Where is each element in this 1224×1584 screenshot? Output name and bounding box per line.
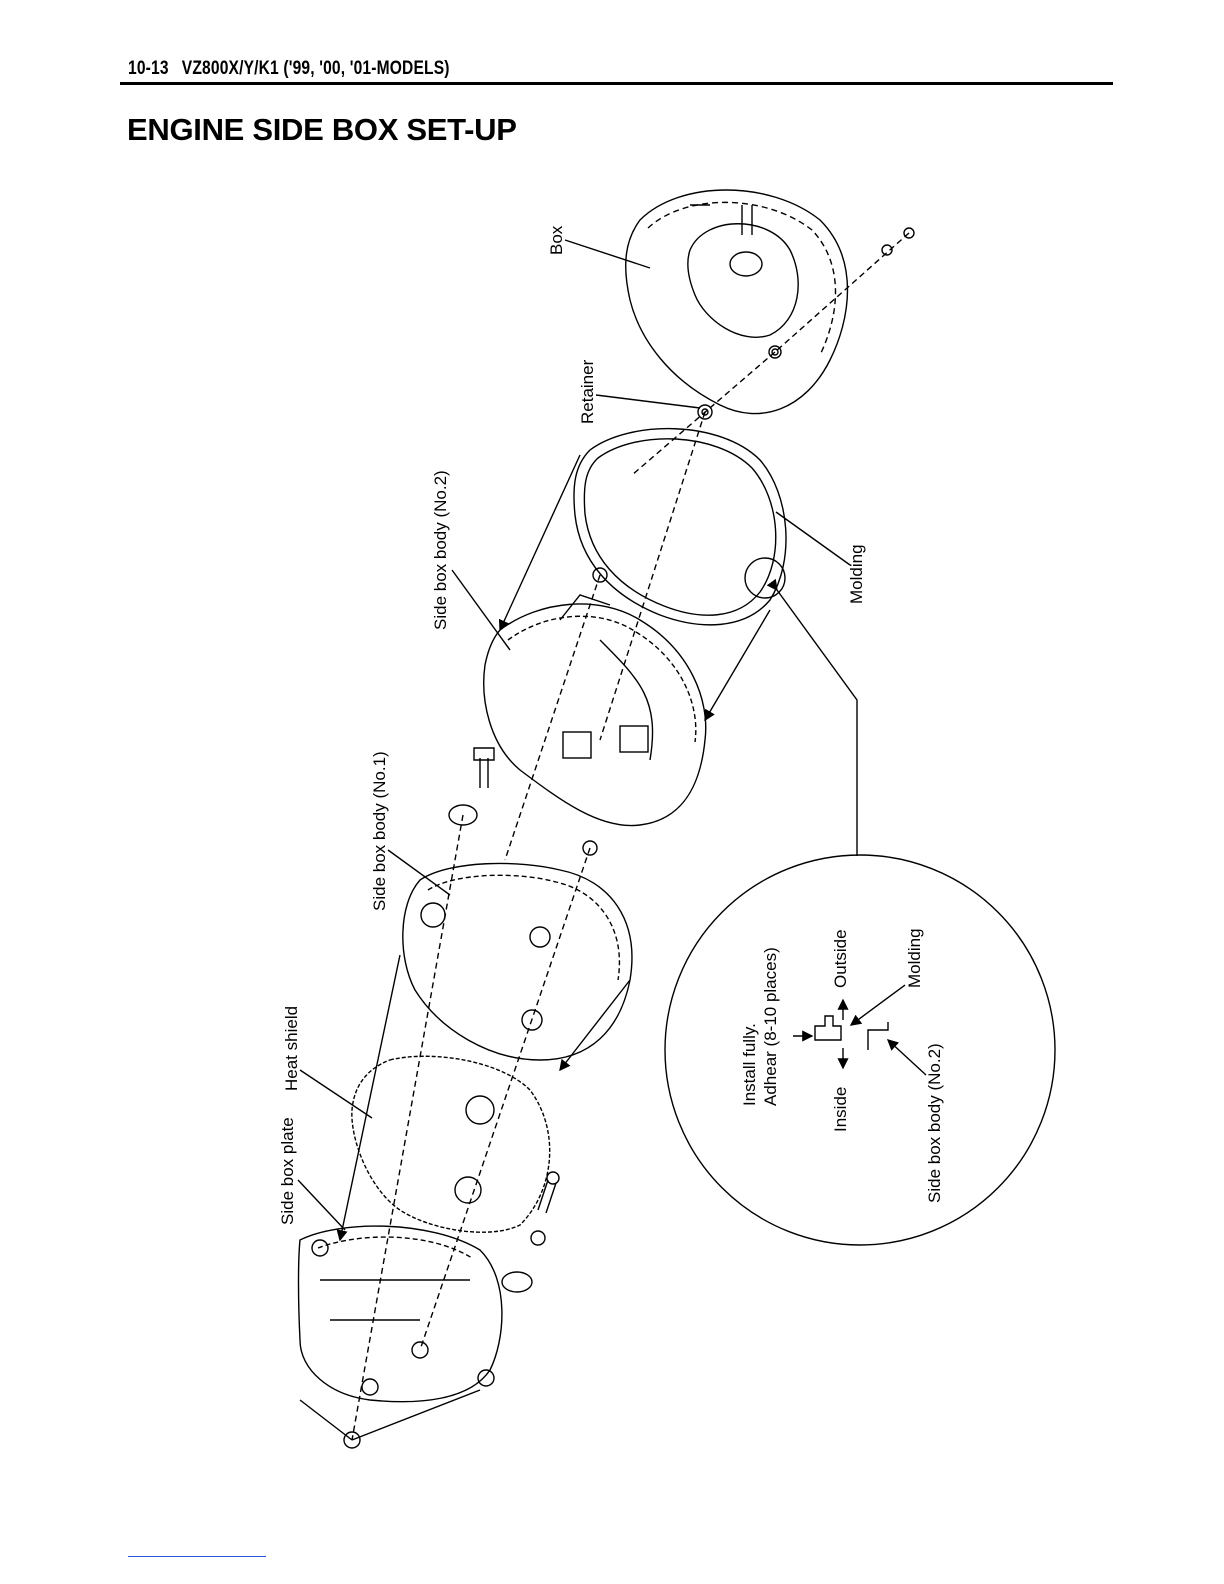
washer-part: [531, 1231, 545, 1245]
detail-inside: Inside: [831, 1087, 850, 1132]
label-side-box-body-no1: Side box body (No.1): [370, 751, 389, 911]
molding-section: [815, 1016, 841, 1040]
detail-outside: Outside: [831, 929, 850, 988]
side-box-body-no2-part: [484, 568, 706, 826]
label-box: Box: [547, 225, 566, 255]
side-box-body-no1-part: [403, 863, 632, 1060]
body-section: [868, 1022, 888, 1050]
label-molding: Molding: [847, 544, 866, 604]
label-retainer: Retainer: [578, 359, 597, 424]
bolt-part: [474, 748, 494, 788]
label-side-box-body-no2: Side box body (No.2): [431, 470, 450, 630]
side-box-plate-part: [299, 1226, 502, 1402]
detail-side-box-body-no2: Side box body (No.2): [925, 1043, 944, 1203]
heat-shield-part: [352, 1056, 550, 1232]
label-heat-shield: Heat shield: [282, 1006, 301, 1091]
footer-rule: [128, 1556, 266, 1557]
label-side-box-plate: Side box plate: [278, 1117, 297, 1225]
detail-adhear: Adhear (8-10 places): [761, 947, 780, 1106]
detail-circle: [665, 855, 1055, 1245]
detail-install-fully: Install fully.: [740, 1023, 759, 1106]
grommet-part-2: [502, 1272, 532, 1292]
box-part: [626, 190, 848, 414]
detail-molding: Molding: [905, 928, 924, 988]
